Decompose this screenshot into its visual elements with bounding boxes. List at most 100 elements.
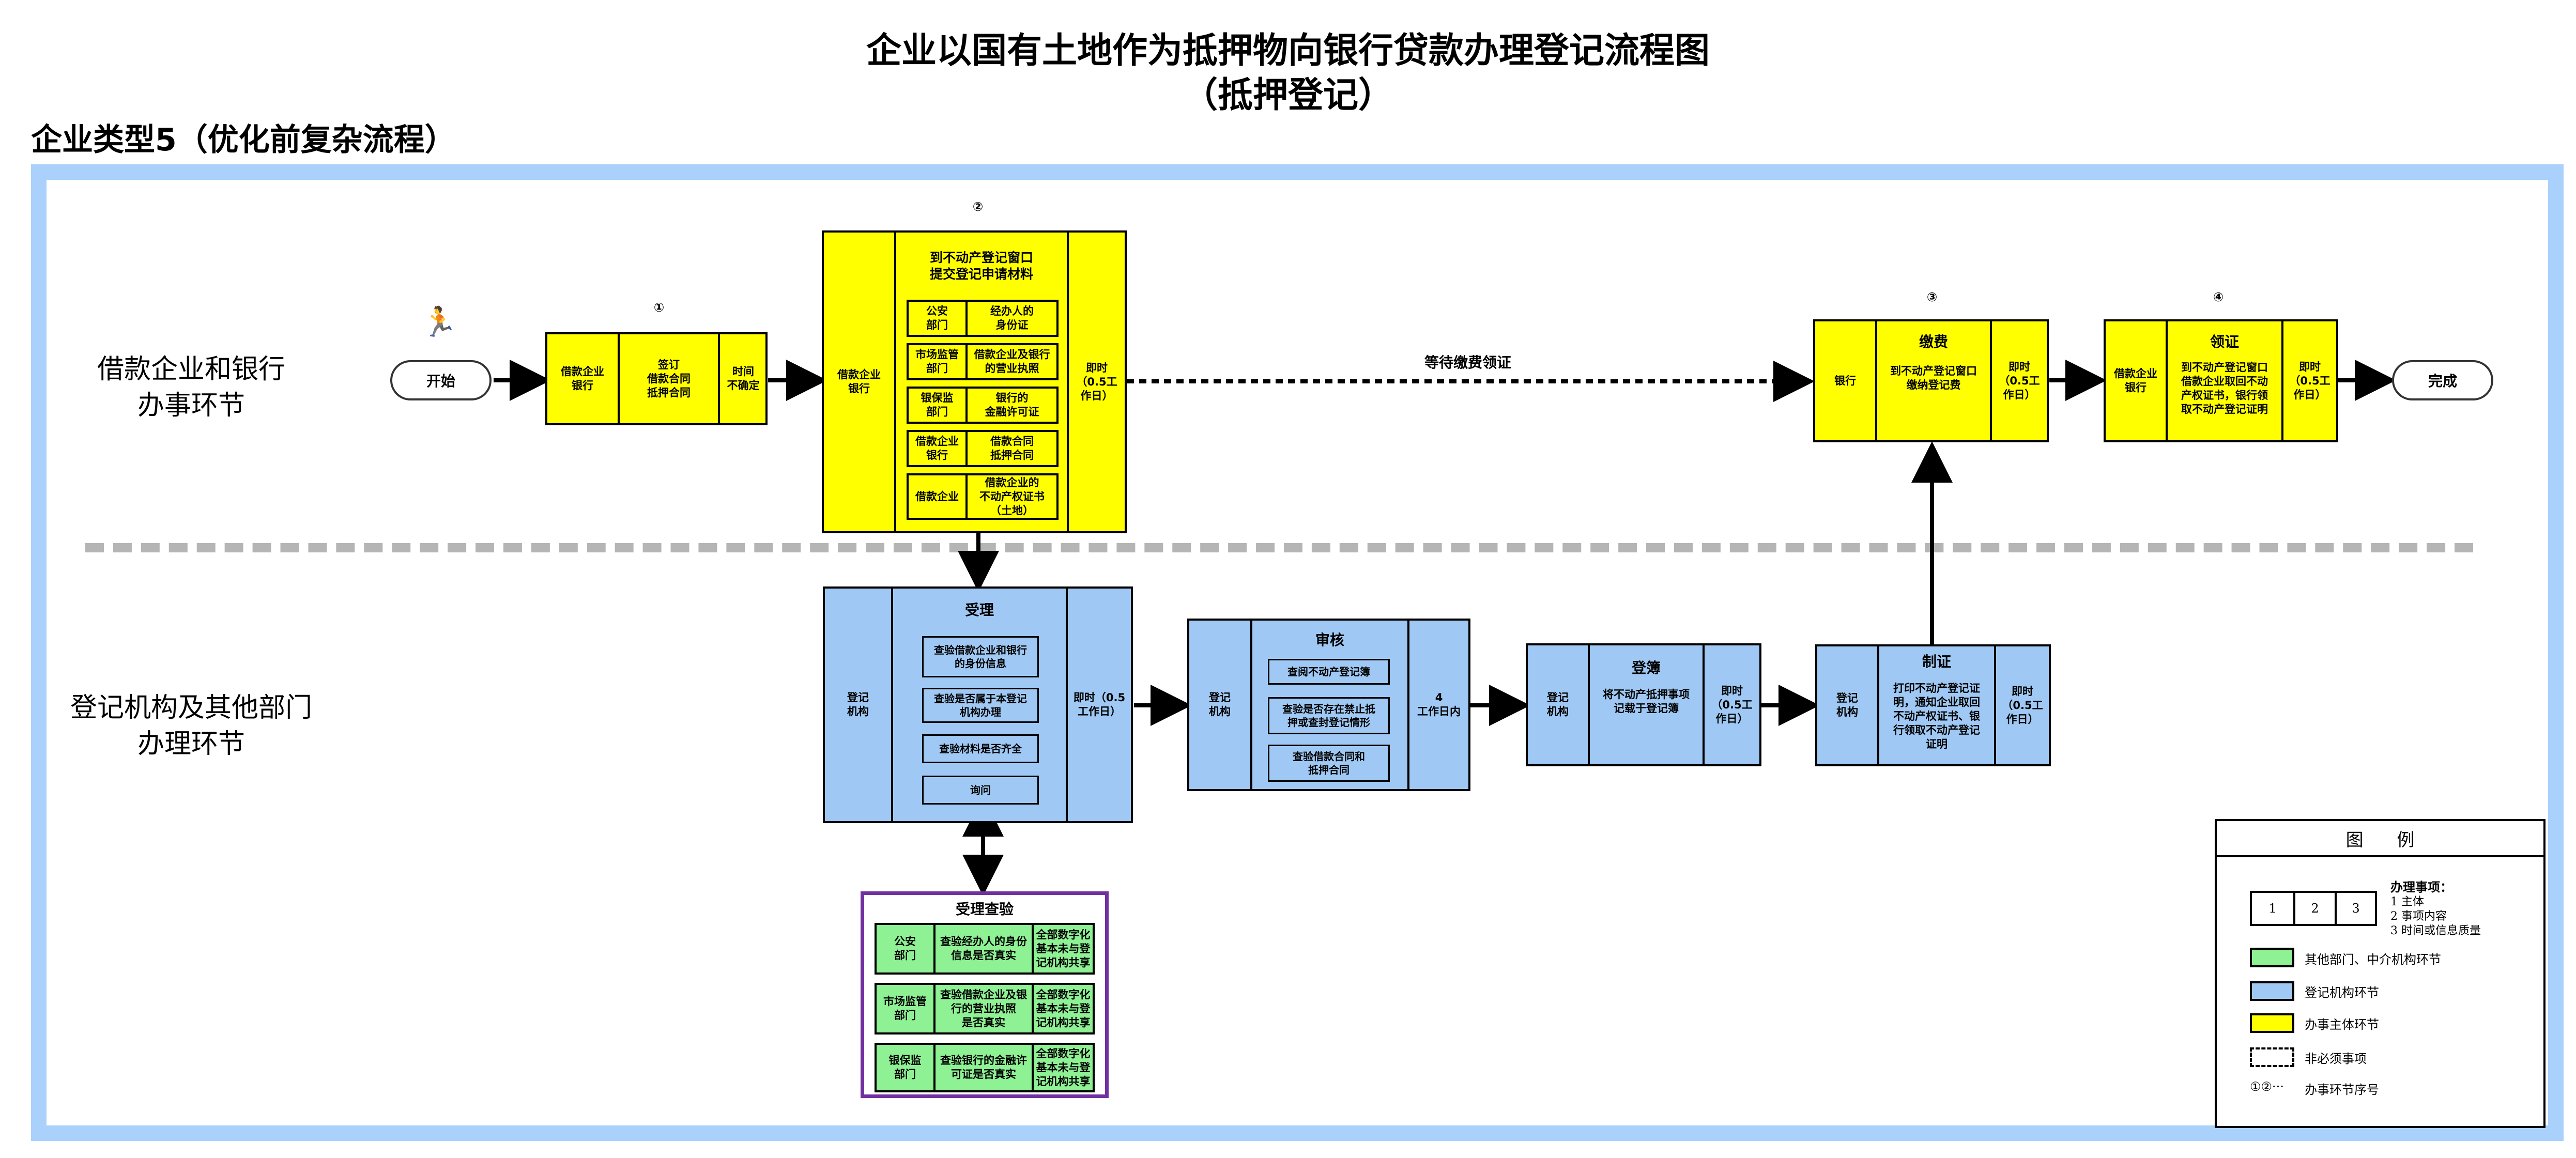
legend-matters-title: 办理事项： [2390,879,2452,894]
review-subject: 登记 机构 [1209,691,1231,718]
accept-item: 查验借款企业和银行 的身份信息 [922,636,1039,677]
certify-subject: 登记 机构 [1836,692,1858,718]
step2-row-material: 银行的 金融许可证 [985,392,1039,418]
step3-heading: 缴费 [1919,333,1948,350]
legend-dashed-label: 非必须事项 [2305,1052,2367,1066]
step2-subject: 借款企业 银行 [837,368,881,395]
step2-material-row: 公安 部门 经办人的 身份证 [907,300,1059,337]
step3-box: 银行 缴费 到不动产登记窗口 缴纳登记费 即时 （0.5工 作日） [1813,319,2049,442]
legend-matter: 3 时间或信息质量 [2390,924,2481,937]
register-content: 将不动产抵押事项 记载于登记簿 [1603,688,1690,715]
step2-row-material: 经办人的 身份证 [990,305,1034,331]
legend-dashed-swatch [2250,1047,2294,1067]
legend-matter: 2 事项内容 [2390,910,2447,923]
verify-row-content: 查验借款企业及银 行的营业执照 是否真实 [940,988,1027,1029]
running-person-icon: 🏃 [421,305,457,339]
legend-blue-swatch [2250,981,2294,1001]
register-time: 即时 （0.5工 作日） [1711,684,1753,725]
legend-matter: 1 主体 [2390,895,2424,908]
review-time: 4 工作日内 [1417,691,1461,718]
step1-content: 签订 借款合同 抵押合同 [647,358,691,399]
step2-material-row: 借款企业 银行 借款合同 抵押合同 [907,430,1059,467]
verify-row-dept: 银保监 部门 [888,1054,922,1080]
legend-sequence-label: 办事环节序号 [2305,1083,2379,1097]
accept-subject: 登记 机构 [847,691,869,718]
step3-content: 到不动产登记窗口 缴纳登记费 [1890,365,1977,391]
certify-heading: 制证 [1922,653,1951,670]
step2-time: 即时 （0.5工 作日） [1076,361,1117,402]
legend-title: 图 例 [2217,821,2543,857]
legend-sample-2: 2 [2311,901,2319,916]
step2-row-material: 借款企业的 不动产权证书 （土地） [979,476,1045,517]
step1-box: 借款企业 银行 签订 借款合同 抵押合同 时间 不确定 [545,332,768,425]
legend-yellow-swatch [2250,1013,2294,1033]
certify-box: 登记 机构 制证 打印不动产登记证 明，通知企业取回 不动产权证书、银 行领取不… [1815,644,2051,766]
step1-subject: 借款企业 银行 [561,365,604,392]
accept-heading: 受理 [964,601,994,619]
step2-row-dept: 借款企业 [915,490,959,503]
enterprise-type-label: 企业类型5（优化前复杂流程） [31,122,456,158]
legend-green-swatch [2250,948,2294,967]
verify-row-note: 全部数字化 基本未与登 记机构共享 [1036,928,1091,969]
step2-row-dept: 银保监 部门 [921,392,954,418]
legend: 图 例 1 2 3 办理事项： 1 主体 2 事项内容 3 时间或信息质量 其他… [2215,819,2546,1128]
step4-content: 到不动产登记窗口 借款企业取回不动 产权证书，银行领 取不动产登记证明 [2181,361,2268,415]
step3-time: 即时 （0.5工 作日） [1999,360,2040,401]
step2-heading: 到不动产登记窗口 提交登记申请材料 [929,250,1033,282]
accept-box: 登记 机构 受理 查验借款企业和银行 的身份信息 查验是否属于本登记 机构办理 … [823,586,1133,823]
review-item: 查验借款合同和 抵押合同 [1268,745,1390,782]
accept-item: 查验是否属于本登记 机构办理 [922,688,1039,723]
accept-time: 即时（0.5 工作日） [1073,691,1126,718]
verify-row: 市场监管 部门 查验借款企业及银 行的营业执照 是否真实 全部数字化 基本未与登… [875,983,1095,1035]
legend-sample-box: 1 2 3 [2250,891,2377,926]
step2-material-row: 银保监 部门 银行的 金融许可证 [907,387,1059,424]
step2-box: 借款企业 银行 到不动产登记窗口 提交登记申请材料 公安 部门 经办人的 身份证… [822,230,1127,533]
review-item: 查阅不动产登记簿 [1268,659,1390,685]
register-heading: 登簿 [1631,659,1661,676]
step2-row-dept: 公安 部门 [926,305,948,331]
step1-number: ① [653,300,665,315]
review-heading: 审核 [1315,631,1344,649]
legend-sample-3: 3 [2352,901,2360,916]
step4-time: 即时 （0.5工 作日） [2289,360,2330,401]
verify-row-content: 查验银行的金融许 可证是否真实 [940,1054,1027,1080]
verify-row-note: 全部数字化 基本未与登 记机构共享 [1036,1047,1091,1088]
step2-row-dept: 市场监管 部门 [915,348,959,375]
lane-label-applicant: 借款企业和银行 办事环节 [97,354,285,421]
legend-green-label: 其他部门、中介机构环节 [2305,952,2441,967]
lane-separator [85,543,2473,552]
accept-item: 查验材料是否齐全 [922,734,1039,763]
verify-row-content: 查验经办人的身份 信息是否真实 [940,935,1027,962]
step4-heading: 领证 [2210,333,2239,350]
register-subject: 登记 机构 [1547,691,1569,718]
step2-material-row: 市场监管 部门 借款企业及银行 的营业执照 [907,343,1059,380]
step2-row-material: 借款企业及银行 的营业执照 [974,348,1050,375]
diagram-frame [31,164,2564,1141]
step2-row-material: 借款合同 抵押合同 [990,435,1034,461]
page-subtitle: （抵押登记） [1182,75,1393,116]
step4-box: 借款企业 银行 领证 到不动产登记窗口 借款企业取回不动 产权证书，银行领 取不… [2104,319,2338,442]
review-item: 查验是否存在禁止抵 押或查封登记情形 [1268,697,1390,734]
verify-row: 公安 部门 查验经办人的身份 信息是否真实 全部数字化 基本未与登 记机构共享 [875,923,1095,975]
verify-row-dept: 市场监管 部门 [883,995,927,1022]
step1-time: 时间 不确定 [727,365,760,392]
step2-number: ② [972,199,984,214]
step2-row-dept: 借款企业 银行 [915,435,959,461]
page-title: 企业以国有土地作为抵押物向银行贷款办理登记流程图 [866,30,1710,71]
step4-number: ④ [2213,290,2224,304]
step3-number: ③ [1926,290,1938,304]
verify-row: 银保监 部门 查验银行的金融许 可证是否真实 全部数字化 基本未与登 记机构共享 [875,1043,1095,1092]
verify-box: 受理查验 公安 部门 查验经办人的身份 信息是否真实 全部数字化 基本未与登 记… [861,891,1109,1098]
certify-content: 打印不动产登记证 明，通知企业取回 不动产权证书、银 行领取不动产登记 证明 [1893,682,1980,750]
wait-label: 等待缴费领证 [1424,354,1511,371]
legend-yellow-label: 办事主体环节 [2305,1017,2379,1032]
legend-sample-1: 1 [2268,901,2277,916]
step4-subject: 借款企业 银行 [2114,367,2157,394]
step3-subject: 银行 [1834,374,1856,387]
lane-label-registry: 登记机构及其他部门 办理环节 [70,692,312,760]
verify-row-note: 全部数字化 基本未与登 记机构共享 [1036,988,1091,1029]
certify-time: 即时 （0.5工 作日） [2002,685,2043,725]
verify-heading: 受理查验 [955,901,1014,918]
start-node: 开始 [390,360,492,400]
